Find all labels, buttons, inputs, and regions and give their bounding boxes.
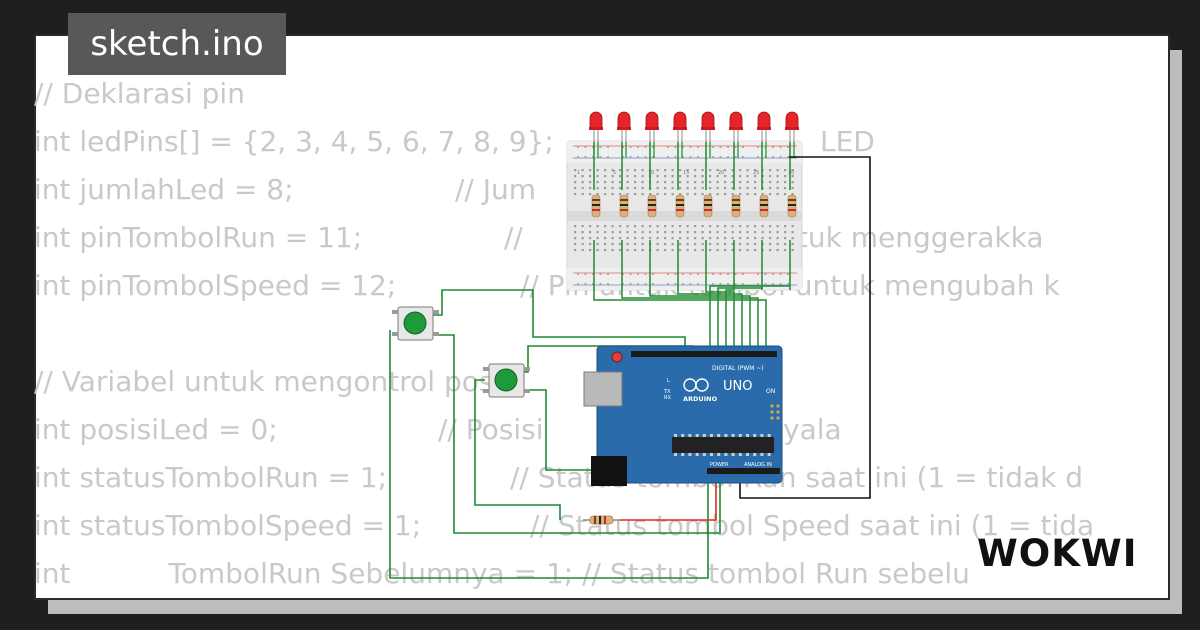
pushbutton-run[interactable]	[392, 306, 439, 341]
led-array	[589, 111, 799, 352]
wire-to-arduino	[677, 240, 743, 352]
analog-label: ANALOG IN	[744, 462, 772, 468]
code-statement: int jumlahLed = 8;	[34, 173, 294, 206]
breadboard-column-number: 20	[718, 170, 724, 176]
wire-to-arduino	[593, 240, 767, 352]
led	[729, 111, 743, 129]
icsp-header	[770, 404, 780, 420]
led	[701, 111, 715, 129]
wire-to-arduino	[717, 240, 763, 352]
wokwi-logo: WOKWI	[977, 532, 1138, 575]
code-comment: // Status tombol Speed saat ini (1 = tid…	[530, 509, 1095, 542]
rx-label: RX	[664, 395, 671, 401]
wire-to-arduino	[621, 240, 759, 352]
wire-to-arduino	[649, 240, 751, 352]
wire-ground	[739, 156, 871, 499]
led	[785, 111, 799, 129]
resistor-pulldown	[583, 515, 620, 525]
breadboard-column-number: 25	[753, 170, 759, 176]
code-statement: int pinTombolSpeed = 12;	[34, 269, 397, 302]
code-comment: LED	[820, 125, 875, 158]
arduino-uno[interactable]: DIGITAL (PWM ~) UNO ARDUINO ON TX RX L P…	[583, 345, 783, 486]
digital-header	[631, 351, 777, 357]
brand-label: ARDUINO	[683, 395, 718, 403]
svg-text:WOKWI: WOKWI	[977, 532, 1138, 575]
breadboard-column-number: 30	[788, 170, 794, 176]
digital-label: DIGITAL (PWM ~)	[712, 365, 764, 372]
led	[757, 111, 771, 129]
tx-label: TX	[663, 389, 671, 395]
reset-button	[611, 351, 623, 363]
atmega-chip	[672, 437, 774, 453]
led	[645, 111, 659, 129]
usb-port	[583, 371, 623, 407]
led	[673, 111, 687, 129]
l-label: L	[667, 378, 670, 384]
led	[589, 111, 603, 129]
breadboard-column-number: 1	[577, 170, 580, 176]
infinity-logo-right	[695, 378, 709, 392]
wire-button-speed-b	[474, 379, 561, 520]
power-jack	[591, 456, 627, 486]
breadboard-column-number: 10	[648, 170, 654, 176]
board-name: UNO	[723, 379, 752, 394]
on-label: ON	[766, 388, 775, 395]
code-statement: int statusTombolRun = 1;	[34, 461, 388, 494]
code-statement: int pinTombolRun = 11;	[34, 221, 363, 254]
code-statement: int statusTombolSpeed = 1;	[34, 509, 422, 542]
breadboard-column-number: 15	[683, 170, 689, 176]
code-statement: int TombolRun Sebelumnya = 1; // Status …	[34, 557, 970, 590]
code-statement: int posisiLed = 0;	[34, 413, 278, 446]
pushbutton-speed[interactable]	[483, 363, 530, 398]
power-analog-header	[707, 468, 780, 474]
breadboard-column-number: 5	[613, 170, 616, 176]
code-statement: // Deklarasi pin	[34, 77, 245, 110]
power-label: POWER	[710, 462, 729, 468]
wire-5v	[620, 482, 717, 521]
wire-button-run-c	[428, 334, 721, 534]
wire-to-arduino	[725, 240, 735, 352]
wire-button-run-a	[428, 289, 686, 350]
wire-button-run-b	[389, 330, 709, 579]
code-statement: int ledPins[] = {2, 3, 4, 5, 6, 7, 8, 9}…	[34, 125, 554, 158]
led	[617, 111, 631, 129]
wire-to-arduino	[709, 240, 791, 352]
wire-to-arduino	[705, 240, 735, 352]
file-name-tab[interactable]: sketch.ino	[68, 13, 286, 75]
